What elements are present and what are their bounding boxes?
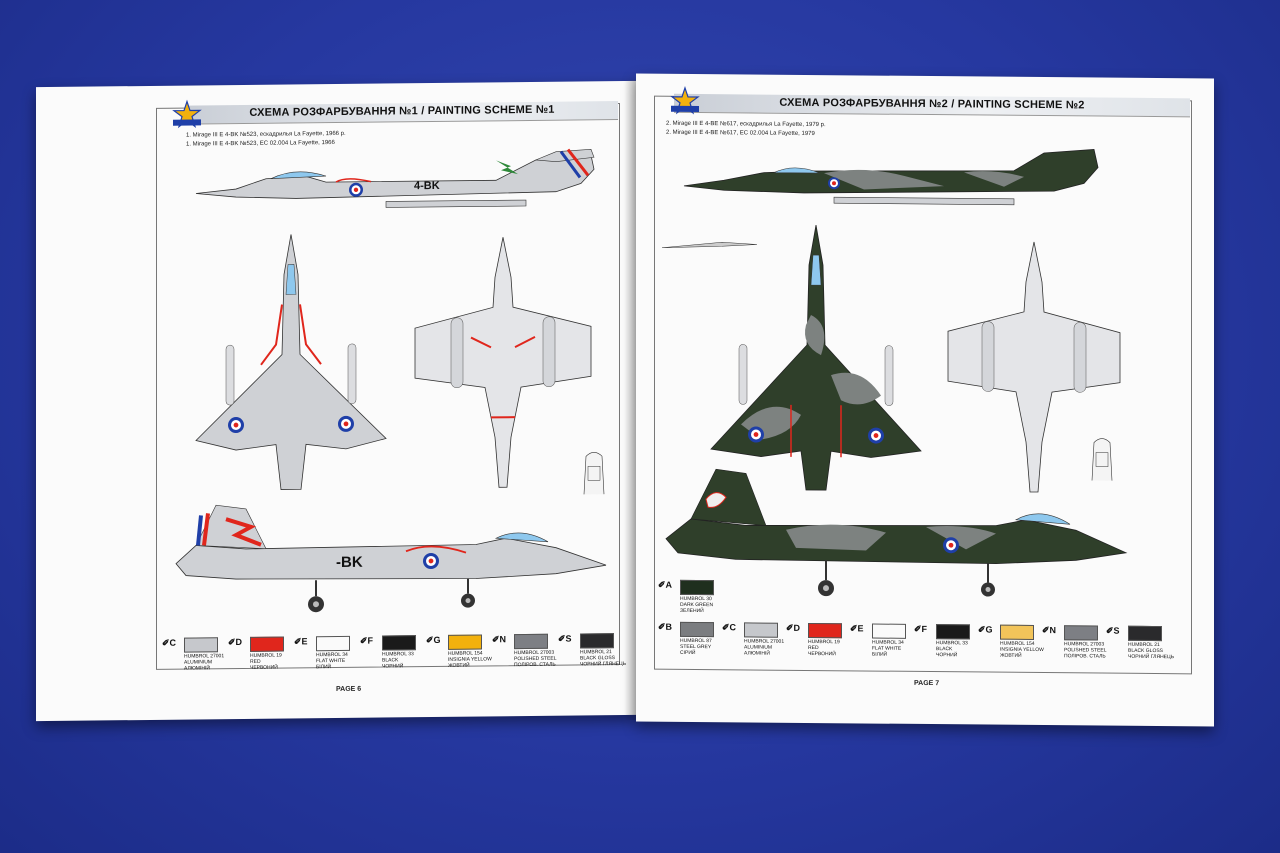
- paint-swatch-f: ✐F HUMBROL 33 BLACK ЧОРНИЙ: [360, 635, 416, 670]
- paint-label: HUMBROL 21 BLACK GLOSS ЧОРНИЙ ГЛЯНЕЦЬ: [580, 649, 626, 668]
- paint-code: ✐E: [294, 636, 308, 647]
- paint-swatch-e: ✐E HUMBROL 34 FLAT WHITE БІЛИЙ: [294, 635, 350, 670]
- paint-legend-left: [36, 81, 636, 87]
- page-title: СХЕМА РОЗФАРБУВАННЯ №1 / PAINTING SCHEME…: [249, 103, 555, 119]
- side-view-bottom-aircraft: [665, 468, 1128, 597]
- paint-color-box: [1064, 625, 1098, 641]
- paint-code: ✐G: [978, 624, 993, 635]
- paint-label: HUMBROL 33 BLACK ЧОРНИЙ: [936, 640, 968, 659]
- paint-swatch-f: ✐F HUMBROL 33 BLACK ЧОРНИЙ: [914, 624, 970, 658]
- paint-swatch-n: ✐N HUMBROL 27003 POLISHED STEEL ПОЛІРОВ. …: [1042, 625, 1107, 660]
- paint-code: ✐F: [360, 635, 374, 646]
- paint-label: HUMBROL 34 FLAT WHITE БІЛИЙ: [872, 639, 904, 658]
- paint-swatch-c: ✐C HUMBROL 27001 ALUMINIUM АЛЮМІНІЙ: [162, 637, 224, 672]
- paint-code: ✐N: [492, 634, 507, 645]
- paint-label: HUMBROL 154 INSIGNIA YELLOW ЖОВТИЙ: [1000, 640, 1044, 659]
- paint-color-box: [382, 635, 416, 651]
- paint-swatch-n: ✐N HUMBROL 27003 POLISHED STEEL ПОЛІРОВ. …: [492, 633, 557, 668]
- left-page: СХЕМА РОЗФАРБУВАННЯ №1 / PAINTING SCHEME…: [36, 80, 636, 722]
- paint-color-box: [744, 622, 778, 638]
- paint-code: ✐N: [1042, 625, 1057, 636]
- paint-color-box: [680, 621, 714, 638]
- paint-swatch-b: ✐B HUMBROL 87 STEEL GREY СІРИЙ: [658, 621, 714, 656]
- scheme-caption-en: 2. Mirage III E 4-BE №617, EC 02.004 La …: [666, 129, 815, 138]
- paint-color-box: [808, 622, 842, 639]
- pitot-detail: [661, 241, 758, 248]
- paint-color-box: [514, 633, 548, 650]
- paint-color-box: [448, 634, 482, 650]
- paint-color-box: [872, 623, 906, 639]
- paint-label: HUMBROL 30 DARK GREEN ЗЕЛЕНИЙ: [680, 595, 714, 615]
- paint-code: ✐E: [850, 623, 864, 634]
- paint-swatch-g: ✐G HUMBROL 154 INSIGNIA YELLOW ЖОВТИЙ: [978, 624, 1044, 658]
- paint-swatch-e: ✐E HUMBROL 34 FLAT WHITE БІЛИЙ: [850, 623, 906, 658]
- page-number: PAGE 7: [914, 679, 940, 688]
- paint-label: HUMBROL 19 RED ЧЕРВОНИЙ: [808, 638, 840, 658]
- paint-swatch-d: ✐D HUMBROL 19 RED ЧЕРВОНИЙ: [228, 636, 284, 671]
- bottom-view-aircraft: [414, 237, 592, 488]
- side-view-bottom-aircraft: -BK: [175, 504, 607, 613]
- canopy-detail: [1091, 438, 1113, 481]
- page-number: PAGE 6: [336, 685, 362, 693]
- canopy-detail: [583, 452, 605, 495]
- paint-color-box: [1128, 625, 1162, 642]
- paint-code: ✐C: [722, 622, 737, 633]
- paint-swatch-d: ✐D HUMBROL 19 RED ЧЕРВОНИЙ: [786, 622, 842, 657]
- brand-logo-icon: [172, 99, 202, 129]
- paint-label: HUMBROL 27001 ALUMINIUM АЛЮМІНІЙ: [184, 653, 225, 672]
- paint-color-box: [680, 579, 714, 596]
- brand-logo-icon: [670, 86, 700, 115]
- bottom-view-aircraft: [947, 241, 1121, 493]
- paint-label: HUMBROL 21 BLACK GLOSS ЧОРНИЙ ГЛЯНЕЦЬ: [1128, 641, 1174, 661]
- paint-code: ✐S: [558, 633, 572, 644]
- paint-label: HUMBROL 27003 POLISHED STEEL ПОЛІРОВ. СТ…: [514, 649, 557, 669]
- page-title: СХЕМА РОЗФАРБУВАННЯ №2 / PAINTING SCHEME…: [779, 96, 1085, 112]
- paint-swatch-s: ✐S HUMBROL 21 BLACK GLOSS ЧОРНИЙ ГЛЯНЕЦЬ: [558, 633, 626, 667]
- paint-swatch-c: ✐C HUMBROL 27001 ALUMINIUM АЛЮМІНІЙ: [722, 622, 784, 656]
- paint-swatch-g: ✐G HUMBROL 154 INSIGNIA YELLOW ЖОВТИЙ: [426, 634, 492, 669]
- paint-code: ✐A: [658, 579, 673, 590]
- paint-code: ✐C: [162, 637, 177, 648]
- aircraft-code: 4-BK: [414, 180, 440, 192]
- paint-color-box: [316, 635, 350, 652]
- paint-swatch-s: ✐S HUMBROL 21 BLACK GLOSS ЧОРНИЙ ГЛЯНЕЦЬ: [1106, 625, 1174, 661]
- side-view-top-aircraft: [683, 149, 1099, 206]
- paint-code: ✐G: [426, 634, 441, 646]
- paint-label: HUMBROL 154 INSIGNIA YELLOW ЖОВТИЙ: [448, 650, 492, 669]
- paint-color-box: [250, 636, 284, 652]
- paint-color-box: [184, 637, 218, 653]
- paint-label: HUMBROL 19 RED ЧЕРВОНИЙ: [250, 652, 282, 671]
- paint-code: ✐F: [914, 623, 928, 635]
- paint-code: ✐D: [228, 636, 243, 648]
- top-view-aircraft: [710, 224, 922, 491]
- paint-color-box: [936, 624, 970, 640]
- instruction-booklet: СХЕМА РОЗФАРБУВАННЯ №1 / PAINTING SCHEME…: [36, 73, 1216, 727]
- right-page: СХЕМА РОЗФАРБУВАННЯ №2 / PAINTING SCHEME…: [636, 73, 1214, 727]
- paint-code: ✐B: [658, 621, 673, 632]
- paint-label: HUMBROL 33 BLACK ЧОРНИЙ: [382, 651, 414, 670]
- paint-color-box: [1000, 624, 1034, 640]
- svg-text:-BK: -BK: [336, 554, 363, 571]
- paint-code: ✐S: [1106, 625, 1120, 636]
- paint-label: HUMBROL 87 STEEL GREY СІРИЙ: [680, 637, 712, 656]
- top-view-aircraft: [195, 234, 387, 490]
- paint-label: HUMBROL 34 FLAT WHITE БІЛИЙ: [316, 651, 348, 671]
- paint-color-box: [580, 633, 614, 649]
- paint-swatch-a: ✐A HUMBROL 30 DARK GREEN ЗЕЛЕНИЙ: [658, 579, 714, 614]
- scheme-caption-ua: 2. Mirage III E 4-BE №617, ескадрилья La…: [666, 120, 826, 129]
- paint-label: HUMBROL 27001 ALUMINIUM АЛЮМІНІЙ: [744, 638, 785, 657]
- paint-label: HUMBROL 27003 POLISHED STEEL ПОЛІРОВ. СТ…: [1064, 641, 1107, 660]
- side-view-top-aircraft: 4-BK: [195, 148, 595, 208]
- paint-code: ✐D: [786, 622, 801, 633]
- scheme-caption-ua: 1. Mirage III E 4-BK №523, ескадрилья La…: [186, 130, 346, 139]
